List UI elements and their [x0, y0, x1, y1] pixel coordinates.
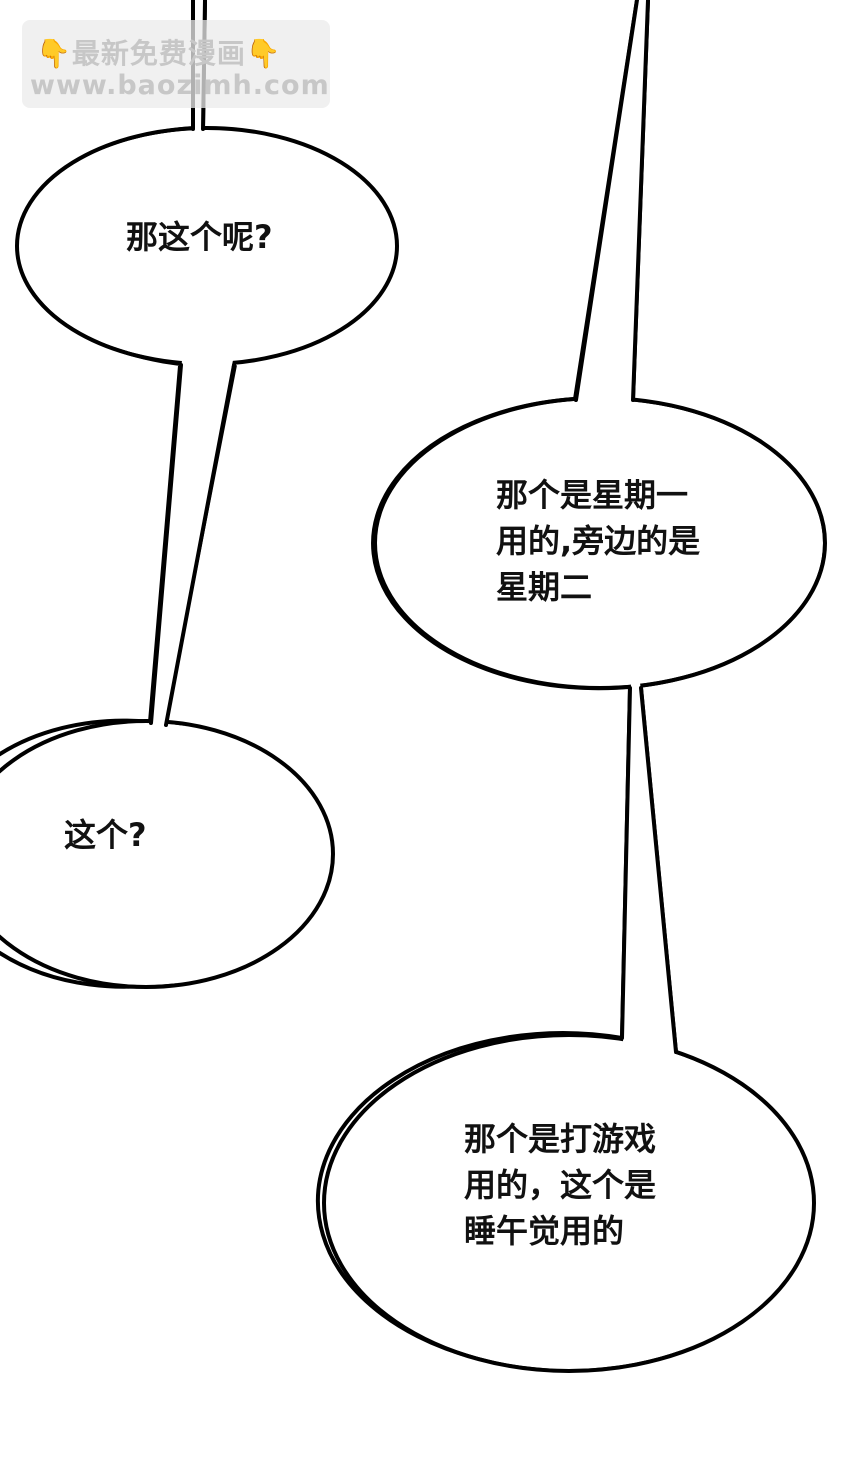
- bubble-1-text: 那这个呢?: [126, 214, 273, 260]
- watermark-url: www.baozimh.com: [30, 70, 330, 101]
- bubble-4-text: 那个是打游戏 用的，这个是 睡午觉用的: [464, 1116, 656, 1254]
- bubble-line: 用的，这个是: [464, 1166, 657, 1204]
- bubble-3-text: 这个?: [64, 812, 147, 858]
- bubble-line: 睡午觉用的: [464, 1212, 625, 1250]
- bubble-line: 那这个呢?: [126, 218, 273, 256]
- watermark-title: 👇最新免费漫画👇: [36, 32, 282, 72]
- watermark-badge: 👇最新免费漫画👇 www.baozimh.com: [22, 20, 330, 108]
- bubble-line: 那个是打游戏: [464, 1120, 657, 1158]
- tail-line: [574, 0, 639, 402]
- bubble-line: 这个?: [64, 816, 147, 854]
- tail-line: [149, 363, 183, 725]
- watermark-title-text: 最新免费漫画: [71, 37, 246, 70]
- tail-line: [620, 686, 632, 1040]
- tail-line: [631, 0, 650, 402]
- bubble-line: 那个是星期一: [496, 476, 689, 514]
- bubble-2-text: 那个是星期一 用的,旁边的是 星期二: [496, 472, 700, 610]
- pointing-down-icon: 👇: [36, 37, 72, 70]
- tail-line: [164, 363, 236, 727]
- bubble-line: 星期二: [496, 568, 593, 606]
- tail-line: [639, 686, 678, 1054]
- pointing-down-icon: 👇: [245, 37, 282, 70]
- bubble-line: 用的,旁边的是: [496, 522, 701, 560]
